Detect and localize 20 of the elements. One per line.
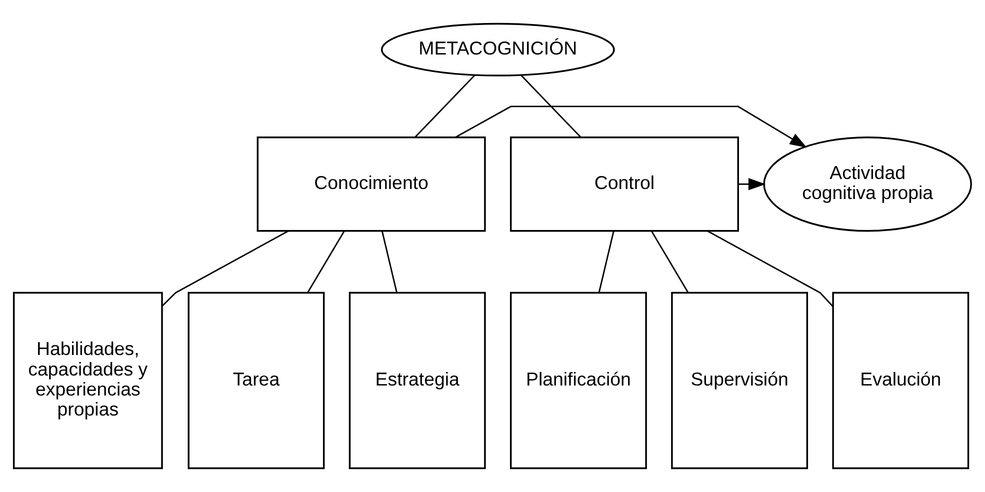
node-box: Supervisión xyxy=(671,292,808,470)
node-ellipse: METACOGNICIÓN xyxy=(380,22,615,76)
connector xyxy=(650,230,689,293)
node-box: Evalución xyxy=(832,292,970,470)
node-box: Habilidades, capacidades y experiencias propias xyxy=(12,292,163,470)
connector xyxy=(307,230,345,293)
node-box: Estrategia xyxy=(348,292,486,470)
connector xyxy=(162,230,289,306)
node-box: Planificación xyxy=(510,292,647,470)
connector xyxy=(707,230,834,308)
connector xyxy=(598,230,614,293)
node-ellipse: Actividad cognitiva propia xyxy=(763,136,972,232)
connector xyxy=(520,74,581,138)
node-box: Conocimiento xyxy=(256,136,486,232)
arrow xyxy=(738,178,766,190)
arrow xyxy=(454,106,807,148)
node-box: Tarea xyxy=(188,292,325,470)
connector xyxy=(414,74,476,138)
connector xyxy=(381,230,398,293)
node-box: Control xyxy=(510,136,739,232)
